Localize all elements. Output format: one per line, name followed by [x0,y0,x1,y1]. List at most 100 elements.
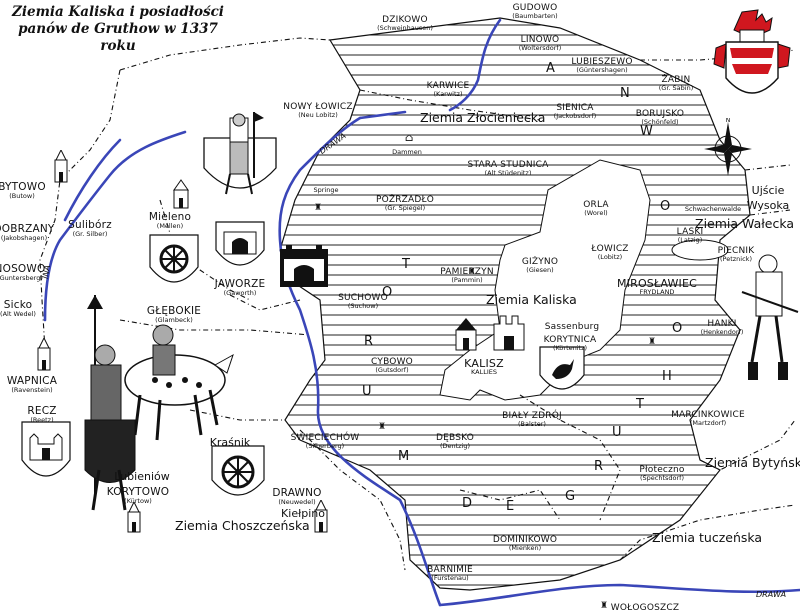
place-sienica: SIENICA(Jackobsdorf) [554,104,597,120]
wordmark-letter: H [662,369,672,384]
place-pozrzadlo: POŻRZADŁO(Gr. Spiegel) [376,196,434,212]
place-german-name: (Körtenitz) [552,344,588,352]
mielno-church-icon [173,179,189,209]
place-name: MIROSŁAWIEC [616,277,698,290]
place-name: ORLA [583,200,609,210]
place-german-name: (Gr. Sabin) [658,84,694,92]
place-name: DRAWNO [272,487,322,499]
wordmark-letter: U [612,425,622,440]
title-line-1: Ziemia Kaliska i posiadłości [12,4,224,20]
river-connector [358,110,407,120]
map-title: Ziemia Kaliska i posiadłości panów de Gr… [4,4,232,55]
place-nowy-lowicz: NOWY ŁOWICZ(Neu Lobitz) [283,103,352,119]
wordmark-letter: M [398,449,410,464]
place-stara-studnica: STARA STUDNICA(Alt Stüdenitz) [468,161,549,177]
place-name: GUDOWO [512,3,558,13]
place-german-name: (Worel) [584,209,608,217]
place-dobrzany: DOBRZANY(Jakobshagen) [0,224,55,241]
place-laski: LASKI(Latzig) [677,228,704,244]
river-drawa-east [438,583,800,607]
wordmark-letter: G [565,489,576,504]
wordmark-letter: O [382,285,393,300]
place-name: CYBOWO [371,357,413,367]
place-german-name: (Schweinhausen) [377,24,433,32]
label-schwachenwalde: Schwachenwalde [684,205,742,213]
rivers [43,18,800,607]
label-sassenburg: Sassenburg [544,322,600,332]
place-german-name: (Ravenstein) [11,385,53,394]
soldier-figure-icon [741,254,799,380]
place-german-name: (Kürtow) [124,496,152,505]
wordmark-letter: O [672,321,683,336]
drawno-church-icon [314,500,328,533]
place-german-name: (Güntershagen) [576,66,628,74]
place-german-name: (Guntersberg) [0,273,43,282]
wordmark-letter: O [660,199,671,214]
castle-marker-icon: ⌂ [405,131,414,144]
place-drawno: DRAWNO(Neuwedel) [272,488,321,505]
place-marcinkowice: MARCINKOWICE(Martzdorf) [671,411,745,427]
label-springe: Springe [313,186,339,194]
place-german-name: FRYDLAND [639,288,675,296]
river-label-drawa-east: DRAWA [756,590,787,599]
place-name: SUCHOWO [338,293,388,303]
place-glebokie: GŁĘBOKIE(Glambeck) [147,306,201,323]
place-german-name: (Reetz) [30,415,54,424]
place-name: ŻABIN [661,75,691,85]
place-german-name: (Latzig) [677,236,703,244]
place-german-name: (Balster) [518,420,546,428]
place-name: BARNIMIE [427,565,473,575]
place-name: KORYTOWO [106,486,170,498]
castle-marker-icon: ♜ [378,422,387,432]
place-german-name: (Baumbarten) [512,12,558,20]
place-german-name: (Dentzig) [439,442,471,450]
place-german-name: (Schönfeld) [641,118,679,126]
place-korytowo: KORYTOWO(Kürtow) [107,487,170,504]
place-nosowo: NOSOWO(Guntersberg) [0,264,45,281]
bytowo-church-icon [54,150,68,183]
place-name: NOSOWO [0,263,46,275]
region-zlocieniecka: Ziemia Złocieniecka [420,110,546,125]
place-ploteczno: Płoteczno(Spechtsdorf) [639,466,684,482]
place-german-name: (Martzdorf) [689,419,727,427]
river-ina-lower [63,138,122,222]
place-name: DOBRZANY [0,223,55,235]
wapnica-church-icon [37,338,51,371]
place-dzikowo: DZIKOWO(Schweinhausen) [377,16,433,32]
place-lubieszewo: LUBIESZEWO(Güntershagen) [571,58,632,74]
place-name: PIECNIK [717,246,755,256]
place-name: KALISZ [464,357,504,370]
place-name: Mieleno [148,211,192,223]
place-bytowo: BYTOWO(Butow) [0,182,46,199]
place-name: GŁĘBOKIE [146,305,202,317]
place-name: Płoteczno [639,465,685,475]
place-name: POŻRZADŁO [375,195,435,205]
castle-gate-icon [280,245,328,287]
place-swieciechow: ŚWIECIECHÓW(Silberberg) [291,434,360,450]
place-name: BYTOWO [0,181,46,193]
place-name: STARA STUDNICA [467,160,549,170]
place-name: LINOWO [520,35,560,45]
label-wysoka: Wysoka [746,199,790,212]
place-name: WAPNICA [6,375,58,387]
place-german-name: (Giesen) [526,266,554,274]
place-german-name: (Karwitz) [433,90,463,98]
river-drawa [278,116,442,607]
place-jaworze: JAWORZE(Gaworth) [215,279,266,296]
wordmark-letter: W [640,124,653,139]
wordmark-letter: E [506,499,515,514]
place-name: DĘBSKO [435,433,475,443]
place-german-name: (Alt Stüdenitz) [484,169,532,177]
place-german-name: (Spechtsdorf) [639,474,684,482]
label-lubieniow: Lubieniów [114,470,170,483]
place-name: JAWORZE [214,278,266,290]
castle-marker-icon: ♜ [314,203,323,213]
castle-marker-icon: ♜ [468,267,477,277]
place-mielno: Mieleno(Mellen) [149,212,191,229]
place-zabin: ŻABIN(Gr. Sabin) [659,76,693,92]
wordmark-letter: T [402,257,410,272]
place-orla: ORLA(Worel) [583,201,609,217]
place-german-name: (Mienken) [508,544,542,552]
wordmark-letter: R [364,334,374,349]
place-name: PAMIERZYN [440,267,494,277]
